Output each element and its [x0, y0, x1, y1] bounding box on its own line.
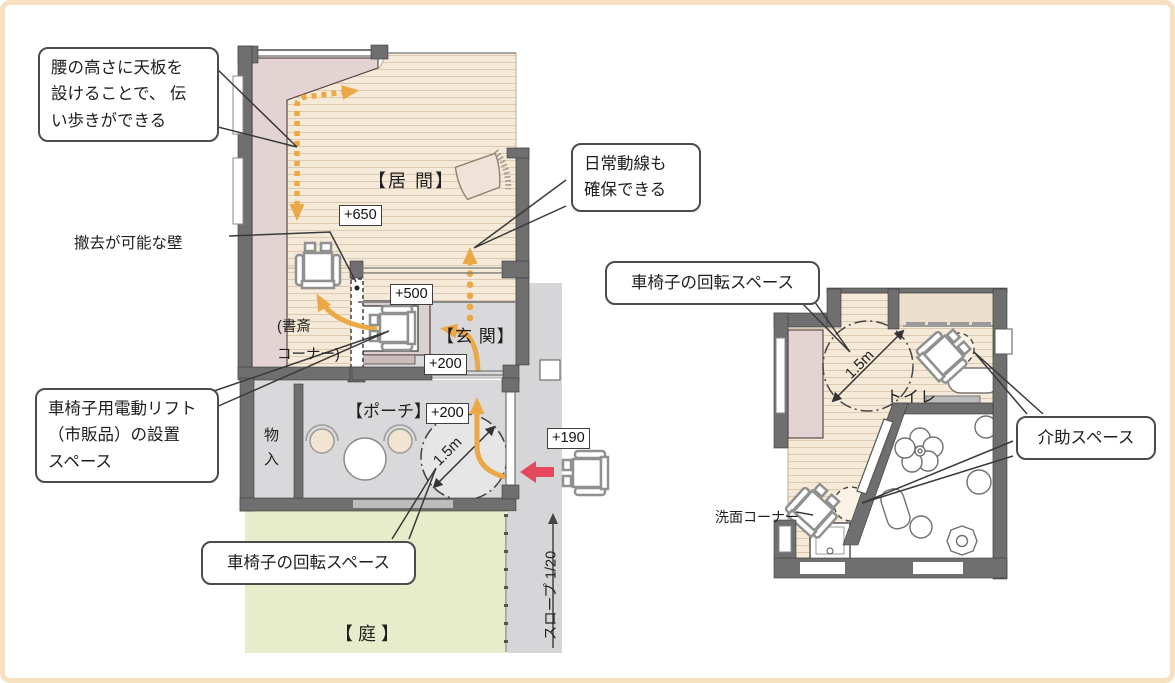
callout-turning-space-right: 車椅子の回転スペース	[605, 261, 820, 306]
closet	[892, 292, 994, 327]
front-door	[505, 391, 516, 486]
wheelchair-icon	[561, 449, 610, 497]
sofa	[454, 149, 512, 201]
label-storage: 物入	[264, 427, 280, 468]
callout-assist-space: 介助スペース	[1016, 416, 1156, 461]
turning-circle-toilet	[822, 320, 914, 412]
plan-drawing	[213, 44, 1044, 653]
label-slope: スロープ 1/20	[543, 550, 560, 641]
callout-counter-tip: 腰の高さに天板を 設けることで、 伝 い歩きができる	[38, 47, 219, 143]
callout-lift-space: 車椅子用電動リフト （市販品）の設置 スペース	[35, 388, 219, 484]
toilet-counter	[787, 329, 824, 439]
callout-daily-path: 日常動線も 確保できる	[571, 143, 701, 212]
label-porch: 【ポーチ】	[346, 402, 431, 421]
porch-table-set	[305, 424, 417, 481]
openings	[232, 49, 1013, 574]
diagonal-door	[856, 418, 894, 495]
level-badge-approach: +190	[547, 428, 590, 449]
walking-path-arrow-icon	[289, 85, 359, 221]
label-living-room: 【居 間】	[368, 171, 456, 191]
label-toilet: トイレ	[886, 389, 938, 406]
label-study-corner: (書斎 コーナー)	[277, 319, 340, 363]
level-badge-porch: +200	[426, 403, 469, 424]
level-badge-entrance: +200	[424, 354, 467, 375]
ramp-direction-arrow-icon	[548, 513, 558, 648]
courtyard-plants	[880, 415, 998, 556]
label-garden: 【 庭 】	[335, 624, 400, 644]
label-washroom-corner: 洗面コーナー	[715, 509, 799, 525]
leader-lines	[213, 65, 1044, 540]
level-badge-living: +650	[339, 205, 382, 226]
label-removable-wall: 撤去が可能な壁	[74, 235, 183, 252]
label-entrance: 【玄 関】	[437, 327, 515, 346]
level-badge-hall: +500	[390, 284, 433, 305]
entry-arrow-icon	[520, 461, 554, 483]
callout-turning-space-left: 車椅子の回転スペース	[201, 541, 416, 586]
wheelchair-route-arrows	[316, 293, 506, 480]
table	[343, 437, 387, 481]
